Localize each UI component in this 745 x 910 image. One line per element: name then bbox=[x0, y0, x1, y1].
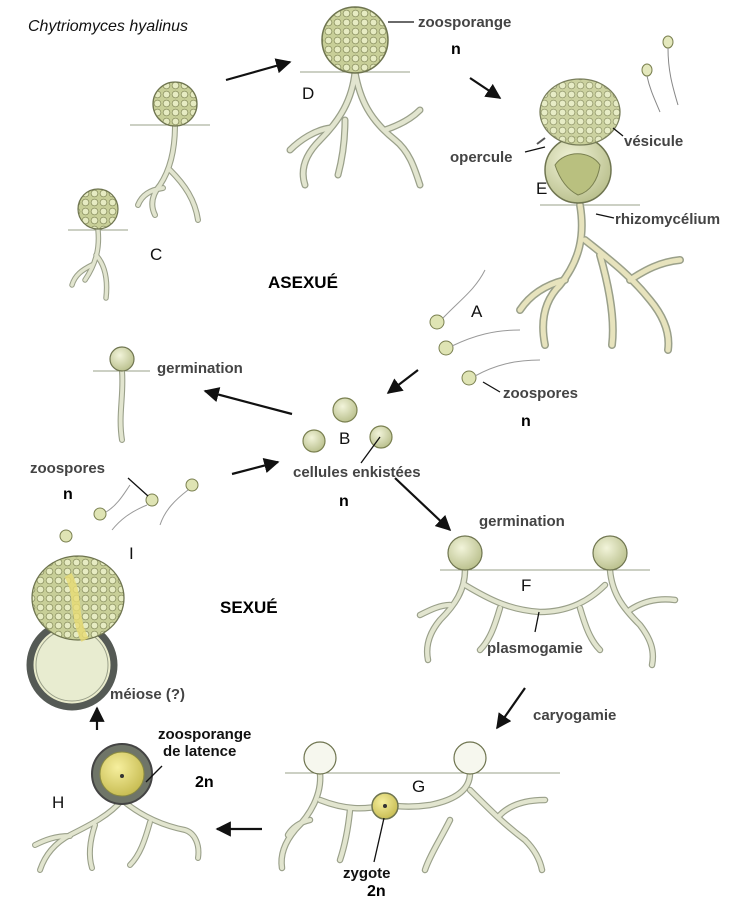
stage-label-f: F bbox=[521, 577, 531, 594]
label-rhizomycelium: rhizomycélium bbox=[615, 212, 720, 227]
ploidy-d: n bbox=[451, 42, 461, 58]
free-zoospores-top bbox=[642, 36, 678, 112]
arrow-b-to-germination bbox=[205, 391, 292, 414]
stage-label-i: I bbox=[129, 545, 134, 562]
stage-label-h: H bbox=[52, 794, 64, 811]
arrow-b-to-f bbox=[395, 478, 450, 530]
label-zoosporange-latence-1: zoosporange bbox=[158, 727, 251, 742]
diagram-title: Chytriomyces hyalinus bbox=[28, 19, 188, 35]
stage-c-sporangia bbox=[68, 82, 210, 298]
stage-a-zoospores bbox=[430, 270, 540, 385]
label-zoospores-right: zoospores bbox=[503, 386, 578, 401]
label-asexue: ASEXUÉ bbox=[268, 274, 338, 291]
germination-thallus-asexual bbox=[93, 347, 150, 440]
stage-label-a: A bbox=[471, 303, 482, 320]
stage-i-zoospore-release bbox=[30, 479, 198, 707]
stage-label-g: G bbox=[412, 778, 425, 795]
ploidy-zoospores-right: n bbox=[521, 414, 531, 430]
stage-g-zygote bbox=[282, 742, 560, 870]
label-cellules-enkistees: cellules enkistées bbox=[293, 465, 421, 480]
arrow-f-to-g bbox=[497, 688, 525, 728]
label-zoosporange-latence-2: de latence bbox=[163, 744, 236, 759]
label-zoosporange: zoosporange bbox=[418, 15, 511, 30]
ploidy-zoospores-left: n bbox=[63, 487, 73, 503]
label-plasmogamie: plasmogamie bbox=[487, 641, 583, 656]
ploidy-cellules: n bbox=[339, 494, 349, 510]
label-zoospores-left: zoospores bbox=[30, 461, 105, 476]
label-vesicule: vésicule bbox=[624, 134, 683, 149]
ploidy-zygote: 2n bbox=[367, 884, 386, 900]
arrow-i-to-b bbox=[232, 462, 278, 474]
label-germination-mid: germination bbox=[479, 514, 565, 529]
label-germination-top: germination bbox=[157, 361, 243, 376]
ploidy-latence: 2n bbox=[195, 775, 214, 791]
arrow-d-to-e bbox=[470, 78, 500, 98]
label-caryogamie: caryogamie bbox=[533, 708, 616, 723]
label-meiose: méiose (?) bbox=[110, 687, 185, 702]
stage-label-d: D bbox=[302, 85, 314, 102]
stage-label-b: B bbox=[339, 430, 350, 447]
stage-label-c: C bbox=[150, 246, 162, 263]
label-sexue: SEXUÉ bbox=[220, 599, 278, 616]
arrow-c-to-d bbox=[226, 62, 290, 80]
label-zygote: zygote bbox=[343, 866, 391, 881]
arrow-a-to-b bbox=[388, 370, 418, 393]
label-opercule: opercule bbox=[450, 150, 513, 165]
stage-label-e: E bbox=[536, 180, 547, 197]
